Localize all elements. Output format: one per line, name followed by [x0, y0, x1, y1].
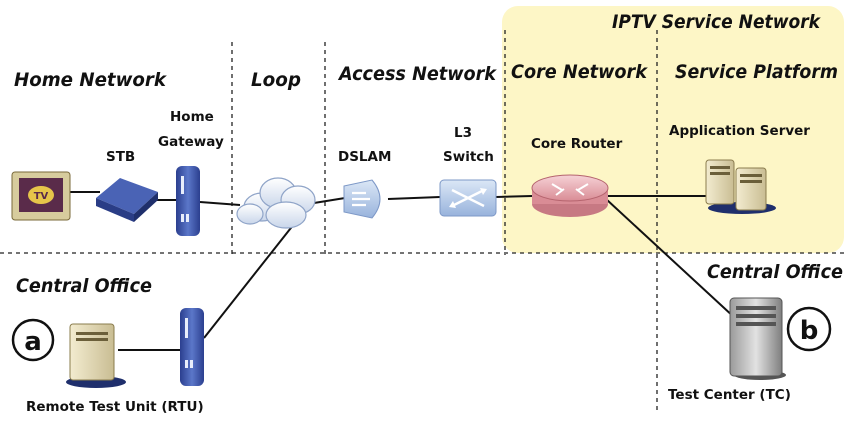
home-gateway-label-line1: Home: [170, 109, 214, 125]
tv-screen-label: TV: [34, 191, 49, 202]
stb-icon: [96, 178, 158, 222]
link-cloud-dslam: [313, 197, 346, 204]
rtu-modem-icon: [180, 308, 204, 386]
home-gateway-label-line2: Gateway: [158, 134, 224, 150]
application-server-icon: [705, 159, 776, 214]
home-gateway-icon: [176, 166, 200, 236]
test-center-icon: [729, 297, 786, 380]
l3-switch-label-line2: Switch: [443, 149, 494, 165]
tv-icon: TV: [11, 171, 71, 221]
marker-b-label: b: [800, 316, 819, 346]
core-router-label: Core Router: [531, 136, 623, 152]
link-switch-router: [495, 195, 533, 198]
marker-a-label: a: [24, 327, 42, 357]
marker-b: b: [786, 306, 832, 352]
test-center-label: Test Center (TC): [668, 387, 791, 403]
section-central-office-right: Central Office: [707, 261, 843, 283]
application-server-label: Application Server: [669, 123, 810, 139]
rtu-server-icon: [66, 323, 126, 388]
section-core-network: Core Network: [511, 61, 648, 83]
stb-label: STB: [106, 149, 135, 165]
section-central-office-left: Central Office: [16, 275, 152, 297]
link-dslam-switch: [387, 196, 441, 200]
link-cloud-rtu: [203, 223, 295, 339]
dslam-icon: [343, 179, 381, 219]
rtu-label: Remote Test Unit (RTU): [26, 399, 204, 415]
section-access-network: Access Network: [337, 63, 497, 85]
section-home-network: Home Network: [14, 69, 167, 91]
l3-switch-label-line1: L3: [454, 125, 472, 141]
core-router-icon: [531, 174, 609, 217]
section-loop: Loop: [251, 69, 301, 91]
marker-a: a: [11, 318, 55, 362]
section-dividers: [0, 30, 846, 412]
dslam-label: DSLAM: [338, 149, 391, 165]
l3-switch-icon: [439, 179, 497, 217]
section-iptv-service-network: IPTV Service Network: [612, 11, 821, 33]
link-router-tc: [605, 198, 736, 319]
network-links: [70, 191, 736, 351]
section-service-platform: Service Platform: [675, 61, 838, 83]
link-gateway-cloud: [199, 201, 241, 206]
loop-cloud-icon: [236, 177, 316, 229]
